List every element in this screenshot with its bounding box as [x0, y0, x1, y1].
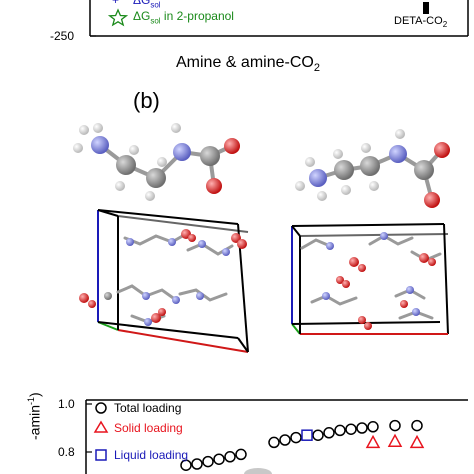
left-cell-molecules: [79, 229, 247, 326]
data-point-0-12: [345, 423, 357, 435]
deta-co2-label-main: DETA-CO: [394, 15, 443, 27]
legend-2-propanol: ΔGsol in 2-propanol: [133, 9, 234, 25]
right-molecule: [295, 129, 450, 208]
data-point-0-3: [213, 453, 225, 465]
data-point-0-5: [235, 448, 247, 461]
legend-partial-main: ΔG: [133, 0, 151, 7]
deta-co2-label: DETA-CO2: [394, 15, 447, 29]
top-ytick-label: -250: [50, 29, 75, 43]
deta-co2-bar: [423, 2, 429, 14]
legend-liquid-label: Liquid loading: [114, 448, 189, 462]
legend-2-propanol-sub: sol: [150, 16, 161, 26]
data-point-0-9: [312, 429, 324, 441]
data-point-0-2: [202, 455, 214, 468]
left-molecule: [73, 123, 240, 201]
data-point-0-4: [224, 451, 236, 463]
data-point-0-10: [323, 427, 335, 439]
bottom-chart-ylabel: -amin-1): [26, 392, 43, 440]
legend-solid-label: Solid loading: [114, 421, 183, 435]
bottom-ytick-label-1: 1.0: [58, 397, 75, 411]
legend-partial-text: ΔGsol: [133, 0, 161, 9]
data-point-0-15: [389, 419, 401, 432]
legend-2-propanol-suffix: in 2-propanol: [160, 9, 234, 23]
ylabel-close: ): [26, 392, 43, 397]
green-star-marker: [107, 8, 129, 27]
legend-total-label: Total loading: [114, 401, 182, 415]
data-point-1-2: [409, 434, 425, 449]
data-point-0-13: [356, 422, 368, 434]
data-point-0-0: [180, 459, 192, 471]
data-point-0-6: [268, 436, 280, 449]
top-chart-xlabel-main: Amine & amine-CO: [176, 54, 314, 71]
top-chart-xlabel-sub: 2: [313, 62, 320, 75]
right-cell-molecules: [300, 232, 442, 330]
partial-gray-shape: [244, 468, 272, 474]
legend-2-propanol-prefix: ΔG: [133, 9, 151, 23]
bottom-chart-marks: [180, 419, 425, 471]
data-point-2-0: [301, 429, 313, 441]
data-point-0-16: [411, 419, 423, 432]
ylabel-main: -amin: [26, 404, 43, 440]
data-point-0-11: [334, 424, 346, 437]
data-point-0-7: [279, 434, 291, 446]
panel-b-label: (b): [133, 88, 160, 113]
data-point-0-1: [191, 458, 203, 470]
data-point-0-14: [367, 421, 379, 433]
legend-partial-sub: sol: [150, 0, 161, 10]
bottom-ytick-label-2: 0.8: [58, 445, 75, 459]
legend-total-marker: [95, 402, 107, 414]
data-point-0-8: [290, 431, 302, 444]
deta-co2-label-sub: 2: [442, 20, 448, 30]
data-point-1-0: [365, 434, 381, 449]
legend-solid-marker: [93, 420, 109, 433]
top-chart-xlabel: Amine & amine-CO2: [176, 54, 320, 74]
legend-partial-blue-marker: +: [112, 0, 119, 7]
ylabel-sup: -1: [26, 396, 36, 405]
data-point-1-1: [387, 433, 403, 447]
legend-liquid-marker: [95, 449, 107, 461]
